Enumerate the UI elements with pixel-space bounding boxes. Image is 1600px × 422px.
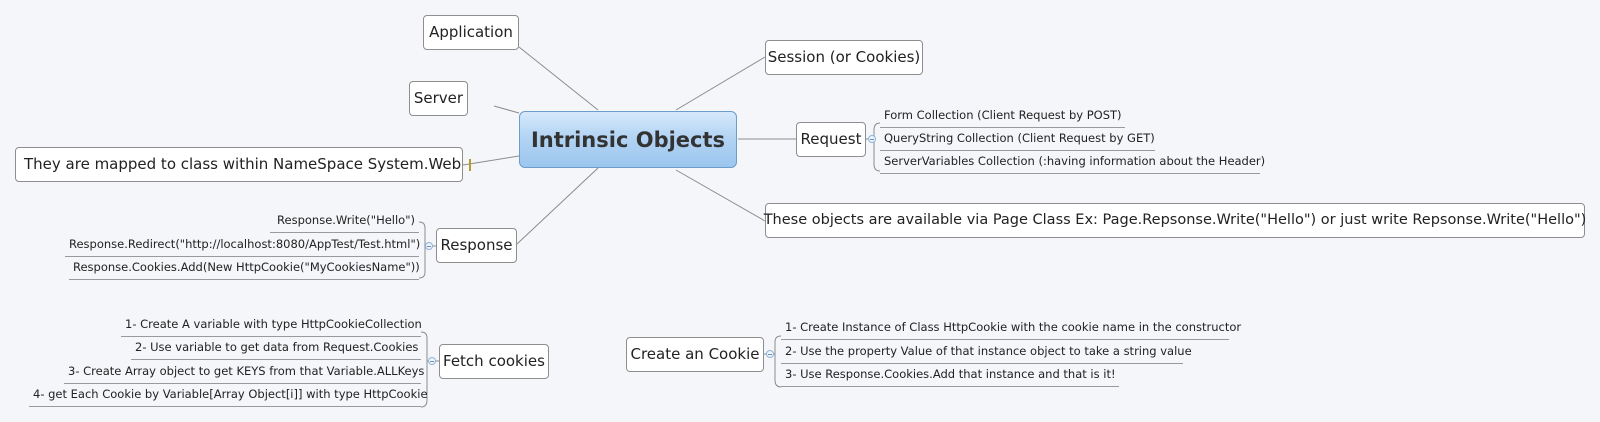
topic-request[interactable]: Request: [796, 122, 866, 157]
link-application: [518, 46, 599, 111]
request-item-1[interactable]: Form Collection (Client Request by POST): [880, 109, 1125, 128]
topic-fetch-cookies-label: Fetch cookies: [443, 352, 545, 370]
request-item-3[interactable]: ServerVariables Collection (:having info…: [880, 155, 1265, 174]
collapse-toggle-icon-response[interactable]: [425, 242, 433, 250]
topic-request-label: Request: [800, 130, 862, 148]
topic-create-cookie[interactable]: Create an Cookie: [626, 337, 764, 372]
request-item-2[interactable]: QueryString Collection (Client Request b…: [880, 132, 1155, 151]
bracket-fetch: [420, 331, 428, 408]
create-item-1[interactable]: 1- Create Instance of Class HttpCookie w…: [781, 321, 1241, 340]
response-item-1[interactable]: Response.Write("Hello"): [270, 214, 419, 233]
bracket-create: [774, 335, 782, 388]
collapse-toggle-icon-create[interactable]: [766, 350, 774, 358]
central-topic[interactable]: Intrinsic Objects: [519, 111, 737, 168]
topic-response[interactable]: Response: [436, 228, 517, 263]
collapse-toggle-icon-fetch[interactable]: [428, 357, 436, 365]
link-mapped: [462, 155, 520, 166]
central-topic-label: Intrinsic Objects: [530, 127, 726, 152]
create-item-3[interactable]: 3- Use Response.Cookies.Add that instanc…: [781, 368, 1119, 387]
note-icon[interactable]: [469, 158, 472, 171]
topic-session-label: Session (or Cookies): [767, 48, 921, 66]
topic-mapped-label: They are mapped to class within NameSpac…: [24, 155, 462, 173]
topic-fetch-cookies[interactable]: Fetch cookies: [439, 344, 549, 379]
topic-available-label: These objects are available via Page Cla…: [763, 212, 1587, 229]
topic-create-cookie-label: Create an Cookie: [630, 345, 760, 363]
link-session: [675, 56, 766, 111]
topic-session[interactable]: Session (or Cookies): [765, 40, 923, 75]
topic-server[interactable]: Server: [409, 81, 468, 116]
link-available: [675, 169, 766, 222]
fetch-item-2[interactable]: 2- Use variable to get data from Request…: [131, 341, 421, 360]
topic-application[interactable]: Application: [423, 15, 519, 50]
topic-response-label: Response: [440, 236, 513, 254]
link-response: [516, 167, 599, 245]
response-item-3[interactable]: Response.Cookies.Add(New HttpCookie("MyC…: [69, 261, 420, 280]
bracket-request: [873, 122, 881, 172]
response-item-2[interactable]: Response.Redirect("http://localhost:8080…: [65, 238, 420, 257]
topic-available[interactable]: These objects are available via Page Cla…: [763, 203, 1587, 238]
fetch-item-1[interactable]: 1- Create A variable with type HttpCooki…: [121, 318, 422, 337]
topic-mapped[interactable]: They are mapped to class within NameSpac…: [15, 147, 472, 182]
create-item-2[interactable]: 2- Use the property Value of that instan…: [781, 345, 1192, 364]
bracket-response: [418, 221, 426, 279]
link-server: [493, 105, 520, 114]
topic-application-label: Application: [429, 23, 513, 41]
topic-server-label: Server: [413, 89, 464, 107]
fetch-item-3[interactable]: 3- Create Array object to get KEYS from …: [64, 365, 424, 384]
fetch-item-4[interactable]: 4- get Each Cookie by Variable[Array Obj…: [29, 388, 428, 407]
collapse-toggle-icon-request[interactable]: [868, 135, 876, 143]
